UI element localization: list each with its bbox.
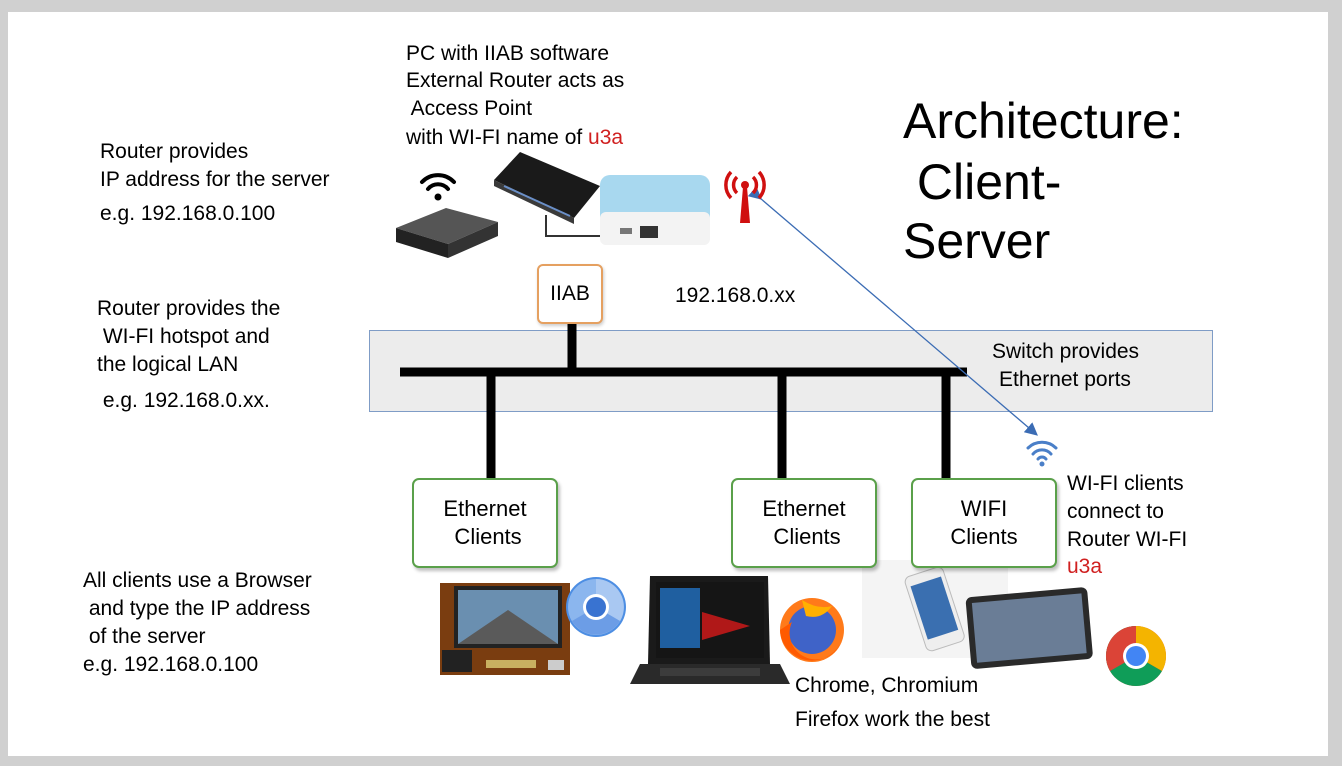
client-box-2-line-1: Ethernet bbox=[762, 496, 846, 521]
wifi-icon bbox=[420, 173, 456, 201]
wifi-name: u3a bbox=[588, 126, 624, 149]
pc-desc-prefix: with WI-FI name of bbox=[406, 126, 589, 149]
subnet-label: 192.168.0.xx bbox=[675, 284, 796, 307]
client-box-3-line-2: Clients bbox=[950, 524, 1018, 549]
client-box-2-line-2: Clients bbox=[767, 524, 841, 549]
antenna-icon bbox=[724, 170, 766, 223]
router-server-line-1: Router provides bbox=[100, 140, 249, 163]
browser-note-line-3: of the server bbox=[83, 625, 206, 648]
travel-router-image bbox=[600, 175, 710, 245]
iiab-label: IIAB bbox=[550, 282, 590, 305]
firefox-icon bbox=[780, 598, 844, 662]
wifi-link-arrow bbox=[747, 186, 1038, 436]
title-line-3: Server bbox=[903, 213, 1051, 269]
client-box-1-line-1: Ethernet bbox=[443, 496, 527, 521]
phone-tablet-image bbox=[862, 560, 1093, 669]
wifi-clients-line-1: WI-FI clients bbox=[1067, 472, 1184, 495]
router-lan-line-3: the logical LAN bbox=[97, 353, 239, 376]
pc-desc-line-1: PC with IIAB software bbox=[406, 42, 610, 65]
pc-desc-line-3: Access Point bbox=[406, 97, 533, 120]
iiab-node: IIAB bbox=[537, 264, 603, 324]
router-lan-line-4: e.g. 192.168.0.xx. bbox=[97, 389, 270, 412]
desktop-computer-image bbox=[440, 583, 570, 675]
wifi-client-icon bbox=[1026, 440, 1058, 467]
title-line-2: Client- bbox=[903, 154, 1062, 210]
wifi-clients-box: WIFI Clients bbox=[911, 478, 1057, 568]
router-server-line-3: e.g. 192.168.0.100 bbox=[100, 202, 276, 225]
browsers-best-line-2: Firefox work the best bbox=[795, 708, 990, 731]
pc-desc-line-4: with WI-FI name of u3a bbox=[406, 124, 623, 152]
switch-line-2: Ethernet ports bbox=[999, 368, 1131, 391]
chromium-icon bbox=[566, 577, 626, 637]
router-lan-line-1: Router provides the bbox=[97, 297, 281, 320]
wifi-clients-line-2: connect to bbox=[1067, 500, 1164, 523]
laptop-image bbox=[630, 576, 790, 684]
client-box-1-line-2: Clients bbox=[448, 524, 522, 549]
wifi-clients-line-3: Router WI-FI bbox=[1067, 528, 1188, 551]
wifi-clients-line-4: u3a bbox=[1067, 555, 1103, 578]
browser-note-line-1: All clients use a Browser bbox=[83, 569, 312, 592]
router-server-line-2: IP address for the server bbox=[100, 168, 330, 191]
switch-line-1: Switch provides bbox=[992, 340, 1140, 363]
browser-note-line-2: and type the IP address bbox=[83, 597, 311, 620]
client-box-3-line-1: WIFI bbox=[960, 496, 1008, 521]
mini-pc-image bbox=[396, 208, 498, 258]
browsers-best-line-1: Chrome, Chromium bbox=[795, 674, 979, 697]
pc-desc-line-2: External Router acts as bbox=[406, 69, 625, 92]
network-bus bbox=[400, 320, 967, 478]
chrome-icon bbox=[1105, 626, 1167, 687]
title-line-1: Architecture: bbox=[903, 93, 1184, 149]
ethernet-clients-box-2: Ethernet Clients bbox=[731, 478, 877, 568]
router-lan-line-2: WI-FI hotspot and bbox=[97, 325, 270, 348]
ethernet-switch-image bbox=[494, 152, 600, 224]
ethernet-clients-box-1: Ethernet Clients bbox=[412, 478, 558, 568]
browser-note-line-4: e.g. 192.168.0.100 bbox=[83, 653, 259, 676]
